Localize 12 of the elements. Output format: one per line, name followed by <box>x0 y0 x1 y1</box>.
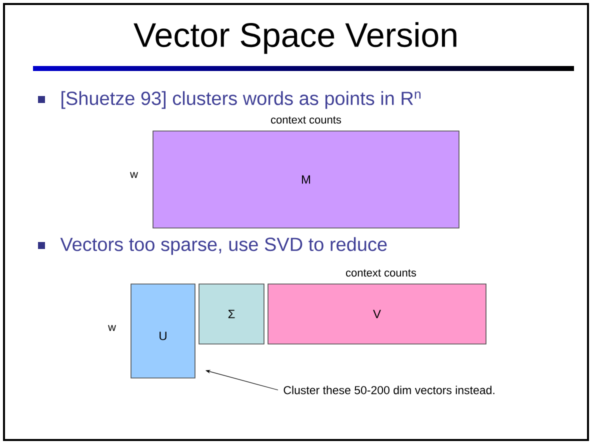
callout-text: Cluster these 50-200 dim vectors instead. <box>284 386 494 394</box>
axis-label: context counts <box>271 116 342 124</box>
axis-label: context counts <box>346 269 416 277</box>
axis-label: w <box>130 172 138 178</box>
matrix-box: M <box>152 130 460 228</box>
matrix-box: V <box>268 284 486 344</box>
axis-label: w <box>108 325 116 331</box>
title: Vector Space Version <box>134 22 456 54</box>
bullet-text: [Shuetze 93] clusters words as points in R$^{n}$ <box>62 91 421 109</box>
bullet-text: Vectors too sparse, use SVD to reduce <box>60 237 387 255</box>
matrix-box: Σ <box>198 284 264 344</box>
matrix-box: U <box>130 284 196 378</box>
